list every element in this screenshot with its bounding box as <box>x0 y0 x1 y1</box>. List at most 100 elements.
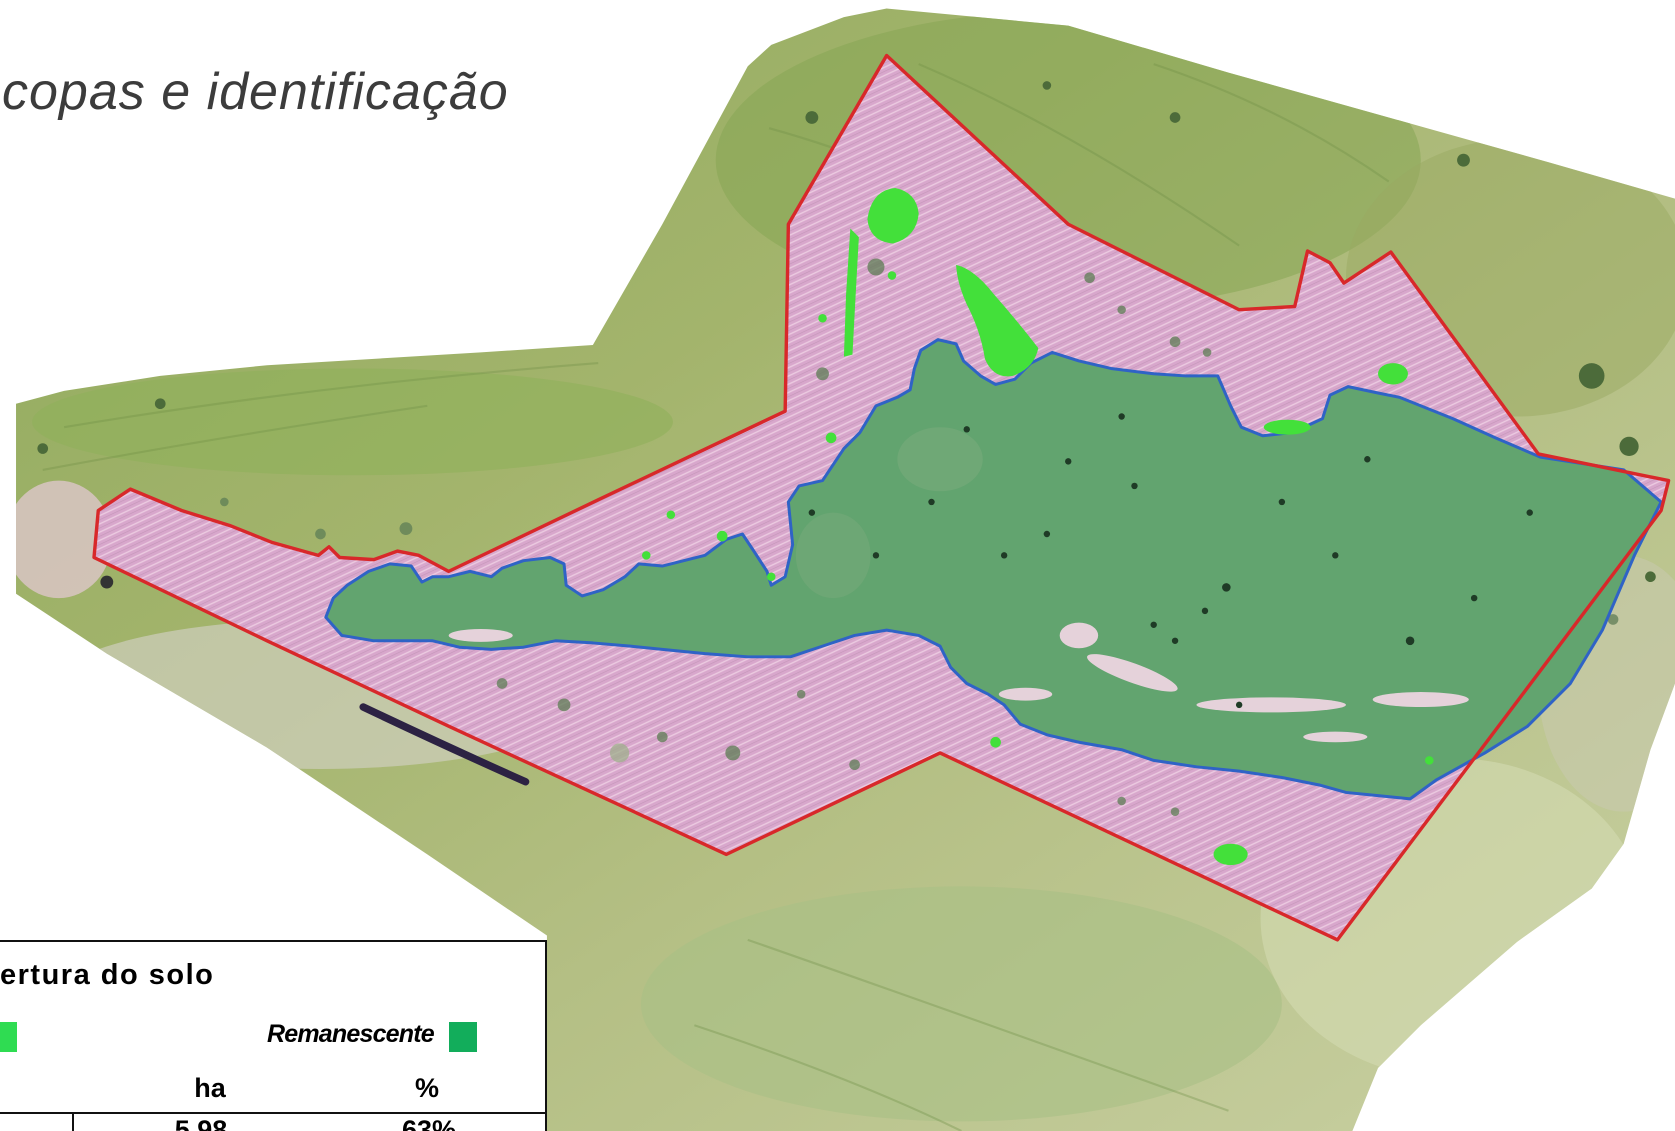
tree-canopy <box>1117 305 1126 314</box>
canopy-gap <box>1059 622 1099 649</box>
regeneration-patch <box>766 572 776 581</box>
canopy-shadow <box>963 426 970 433</box>
regeneration-patch <box>843 228 859 357</box>
column-separator <box>72 1113 74 1131</box>
tree-canopy <box>1042 81 1052 90</box>
legend-swatch-remanescente <box>449 1022 477 1052</box>
canopy-shadow <box>928 498 935 506</box>
tree-canopy <box>796 689 806 699</box>
tree-canopy <box>1169 336 1181 348</box>
column-header-area: ha <box>194 1073 226 1103</box>
regeneration-patch <box>818 313 827 323</box>
canopy-gap <box>1196 697 1346 713</box>
regeneration-patch <box>716 530 728 542</box>
tree-canopy <box>557 698 571 712</box>
tree-canopy <box>1117 796 1126 806</box>
regeneration-patch <box>1263 419 1311 435</box>
canopy-shadow <box>1364 456 1371 463</box>
canopy-gap <box>998 687 1053 701</box>
class-label-remanescente: Remanescente <box>267 1020 435 1048</box>
tree-canopy <box>1170 807 1180 816</box>
canopy-shadow <box>1118 413 1125 420</box>
row-separator <box>0 1112 545 1114</box>
regeneration-patch <box>825 432 837 444</box>
canopy-gap <box>1303 731 1368 743</box>
pasture-zone <box>32 368 673 476</box>
tillage-line <box>42 404 428 471</box>
erosion-gully <box>359 703 530 786</box>
tillage-line <box>694 1024 962 1131</box>
canopy-shadow <box>1131 482 1138 490</box>
canopy-shadow <box>1000 552 1008 559</box>
canopy-shadow <box>1235 701 1243 709</box>
canopy-shadow <box>1278 498 1286 506</box>
tree-canopy <box>1607 614 1619 625</box>
canopy-shadow <box>1526 509 1533 516</box>
canopy-shadows <box>808 413 1533 709</box>
canopy-shadow <box>808 509 816 516</box>
dark-spot <box>100 575 114 589</box>
tree-canopy <box>1457 153 1470 167</box>
canopy-shadow <box>1043 530 1051 538</box>
land-cover-table: ertura do solo Remanescente ha % 5,98 63… <box>0 940 547 1131</box>
tillage-line <box>747 938 1229 1112</box>
canopy-gaps <box>448 622 1469 743</box>
tillage-line <box>1153 63 1390 183</box>
column-header-percent: % <box>414 1073 439 1103</box>
regeneration-patch <box>642 551 651 560</box>
canopy-shadow <box>872 552 880 559</box>
canopy-shadow <box>1150 621 1157 628</box>
tree-canopy <box>849 759 860 771</box>
canopy-mottle <box>795 512 871 599</box>
tillage-line <box>918 63 1240 247</box>
tree-canopy <box>1645 571 1656 583</box>
canopy-shadow <box>1332 552 1339 559</box>
canopy-shadow <box>1201 607 1209 615</box>
tree-canopy <box>1578 363 1605 389</box>
regeneration-patch <box>867 187 919 244</box>
tree-canopy <box>315 528 326 540</box>
legend-swatch-regeneration <box>0 1022 17 1052</box>
pasture-zone <box>640 886 1282 1122</box>
canopy-gap <box>448 629 513 642</box>
regeneration-patch <box>1378 363 1408 385</box>
tillage-line <box>63 362 599 429</box>
tree-canopy <box>816 367 829 381</box>
tree-canopy <box>399 522 413 536</box>
table-cell-area: 5,98 <box>174 1115 228 1131</box>
canopy-gap <box>1087 654 1178 692</box>
table-cell-percent: 63% <box>401 1115 457 1131</box>
bare-soil-zone <box>16 480 113 599</box>
regeneration-patch <box>990 736 1001 748</box>
regeneration-patch <box>1213 843 1248 866</box>
tree-canopy <box>1202 348 1212 357</box>
regeneration-patch <box>666 510 676 520</box>
tree-canopy <box>867 258 885 276</box>
tree-canopy <box>220 497 229 507</box>
table-heading: ertura do solo <box>0 959 215 991</box>
tree-canopy <box>656 731 668 743</box>
regeneration-patch <box>956 264 1039 377</box>
canopy-shadow <box>1065 458 1072 465</box>
tree-canopy <box>496 678 508 689</box>
regeneration-patch <box>1425 756 1434 765</box>
canopy-shadow <box>1222 583 1231 592</box>
tree-canopy <box>609 743 630 763</box>
tree-canopy <box>1169 112 1181 123</box>
tree-canopy <box>1619 436 1639 457</box>
regeneration-patches <box>642 187 1434 866</box>
canopy-shadow <box>1171 637 1179 644</box>
canopy-shadow <box>1405 636 1415 646</box>
tree-canopy <box>154 398 166 410</box>
tree-canopy <box>37 443 49 454</box>
canopy-mottle <box>897 427 983 492</box>
slide-title: copas e identificação <box>2 63 509 121</box>
regeneration-patch <box>887 271 897 280</box>
tree-canopy <box>725 745 741 761</box>
remnant-texture <box>448 413 1533 743</box>
canopy-gap <box>1372 692 1469 708</box>
tree-canopy <box>1084 272 1095 284</box>
canopy-shadow <box>1470 594 1478 602</box>
tree-canopy <box>805 111 819 124</box>
